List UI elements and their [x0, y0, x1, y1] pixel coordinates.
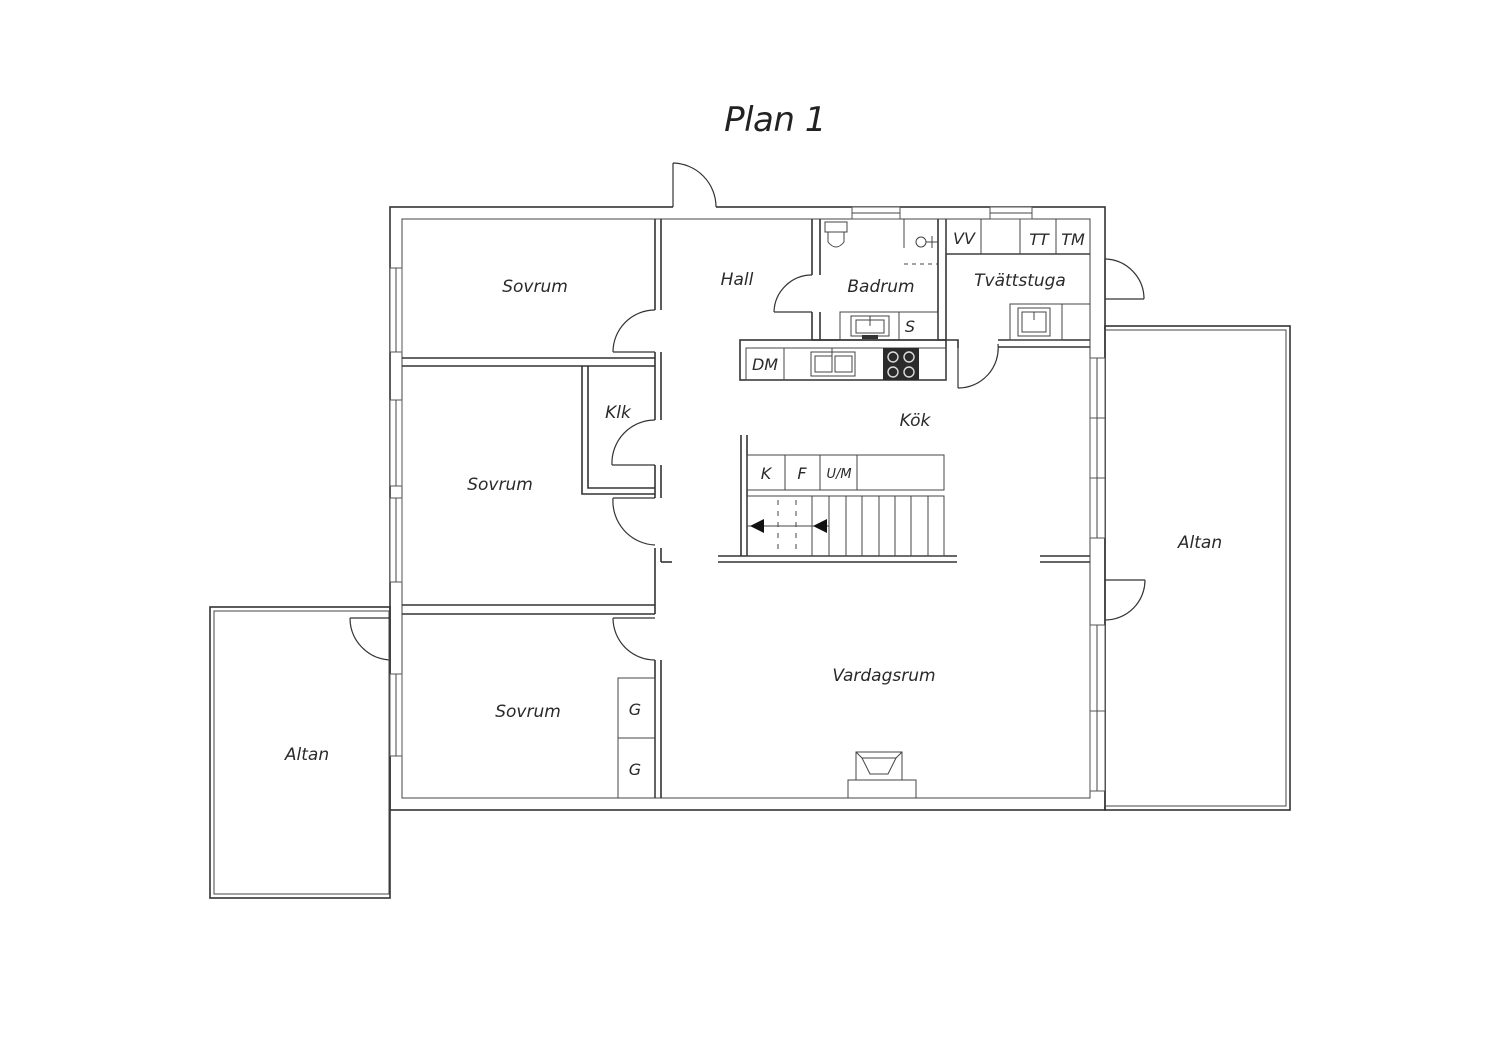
toilet-icon [824, 221, 848, 248]
fixture-label-g: G [629, 760, 641, 779]
room-label-sovrum: Sovrum [467, 475, 533, 495]
room-label-tvattstuga: Tvättstuga [974, 271, 1066, 291]
room-label-sovrum: Sovrum [495, 702, 561, 722]
room-label-kok: Kök [900, 411, 932, 431]
stair-arrow-icon [813, 519, 827, 533]
fixture-label-um: U/M [826, 467, 851, 482]
fixture-label-tm: TM [1061, 230, 1085, 249]
fixture-label-tt: TT [1029, 230, 1050, 249]
shower-icon [903, 219, 938, 265]
doors [349, 162, 1146, 661]
room-label-altan: Altan [1177, 533, 1222, 553]
stair-arrow-icon [750, 519, 764, 533]
fixture-label-dm: DM [752, 355, 778, 374]
room-label-altan: Altan [284, 745, 329, 765]
fixture-label-g: G [629, 700, 641, 719]
fixture-label-vv: VV [953, 229, 976, 248]
windows [389, 206, 1106, 792]
room-label-hall: Hall [721, 270, 754, 290]
altan-right-deck [1104, 325, 1291, 811]
kitchen-sink-icon [810, 348, 856, 377]
bathroom-sink-icon [839, 311, 939, 341]
interior-walls [402, 219, 1090, 799]
staircase [746, 495, 945, 557]
stove-icon [883, 348, 919, 380]
laundry-sink-icon [1017, 307, 1051, 337]
fixture-label-s: S [905, 317, 915, 336]
room-label-klk: Klk [605, 403, 632, 423]
room-label-vardagsrum: Vardagsrum [832, 666, 935, 686]
fixture-label-k: K [761, 464, 773, 483]
room-label-badrum: Badrum [847, 277, 914, 297]
plan-title: Plan 1 [724, 100, 826, 140]
fixture-label-f: F [797, 464, 807, 483]
room-label-sovrum: Sovrum [502, 277, 568, 297]
appliance-row [746, 454, 945, 491]
